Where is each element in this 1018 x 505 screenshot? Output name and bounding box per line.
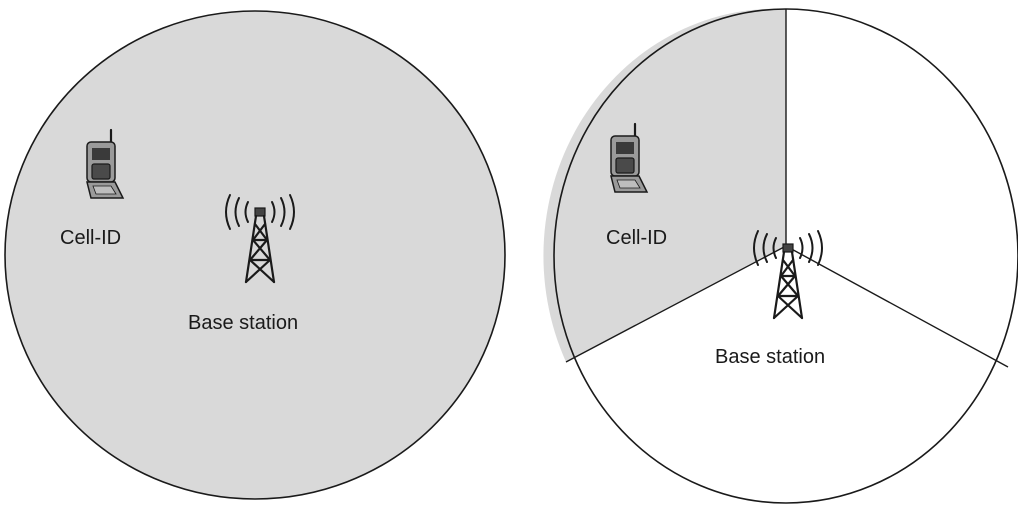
active-sector [543,8,786,363]
sectored-cell-diagram: Cell-ID Base station [543,8,1018,504]
base-station-label: Base station [188,312,298,334]
omni-cell-diagram: Cell-ID Base station [4,10,506,500]
omni-cell-outline [4,10,506,500]
cell-id-label: Cell-ID [606,227,667,249]
base-station-label: Base station [715,346,825,368]
cell-id-label: Cell-ID [60,227,121,249]
sector-divider-left [565,245,787,363]
sector-divider-right [785,245,1009,368]
